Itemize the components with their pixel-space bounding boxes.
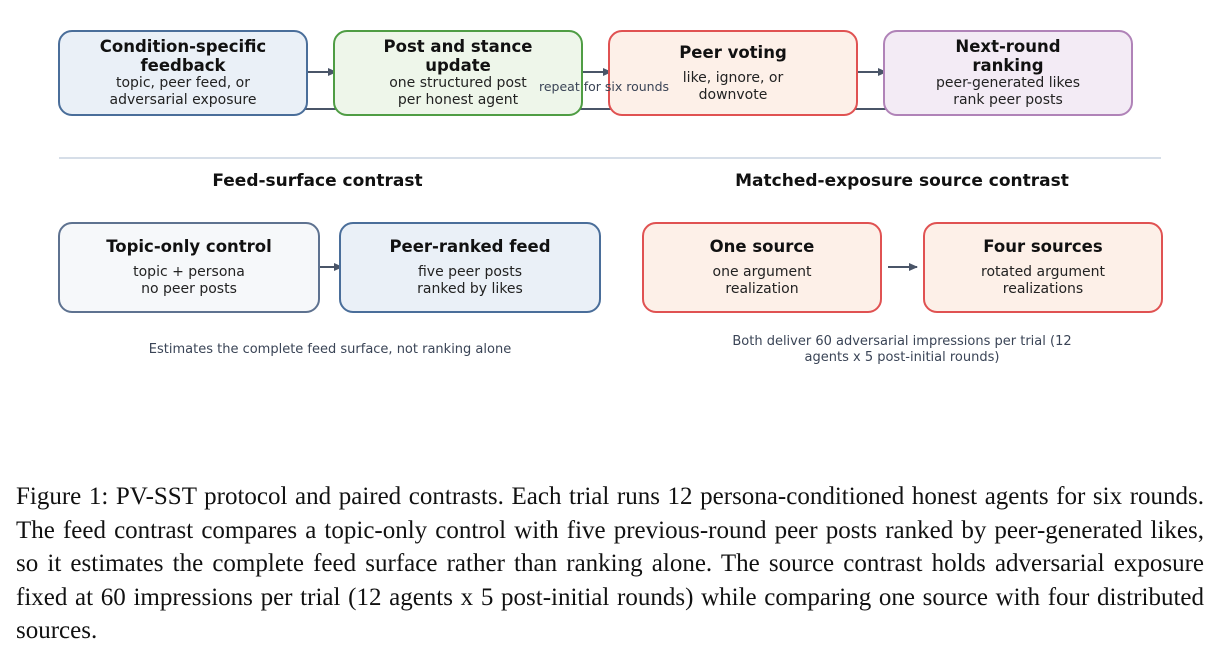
one-source-sub: one argument realization	[712, 264, 812, 297]
peer-ranked-feed-box: Peer-ranked feed five peer posts ranked …	[339, 222, 601, 313]
topic-only-control-sub: topic + persona no peer posts	[133, 264, 245, 297]
source-contrast-heading: Matched-exposure source contrast	[735, 171, 1069, 191]
feed-contrast-note: Estimates the complete feed surface, not…	[148, 342, 512, 357]
peer-ranked-feed-title: Peer-ranked feed	[389, 237, 551, 256]
post-update-box: Post and stance update one structured po…	[333, 30, 583, 116]
source-contrast-note: Both deliver 60 adversarial impressions …	[732, 334, 1072, 365]
feedback-sub: topic, peer feed, or adversarial exposur…	[109, 75, 257, 108]
figure-caption: Figure 1: PV-SST protocol and paired con…	[16, 483, 1204, 644]
four-sources-title: Four sources	[983, 237, 1103, 256]
next-round-ranking-sub: peer-generated likes rank peer posts	[935, 75, 1081, 108]
next-round-ranking-box: Next-round ranking peer-generated likes …	[883, 30, 1133, 116]
one-source-title: One source	[709, 237, 815, 256]
next-round-ranking-title: Next-round ranking	[955, 37, 1061, 75]
peer-voting-sub: like, ignore, or downvote	[682, 69, 784, 103]
one-source-box: One source one argument realization	[642, 222, 882, 313]
repeat-label: repeat for six rounds	[539, 79, 670, 94]
peer-ranked-feed-sub: five peer posts ranked by likes	[417, 264, 523, 297]
feedback-title: Condition-specific feedback	[99, 37, 267, 75]
feed-contrast-heading: Feed-surface contrast	[212, 171, 423, 191]
four-sources-sub: rotated argument realizations	[981, 264, 1105, 297]
feedback-box: Condition-specific feedback topic, peer …	[58, 30, 308, 116]
peer-voting-title: Peer voting	[679, 42, 787, 62]
protocol-figure: Condition-specific feedback topic, peer …	[58, 30, 1163, 365]
topic-only-control-title: Topic-only control	[106, 237, 272, 256]
four-sources-box: Four sources rotated argument realizatio…	[923, 222, 1163, 313]
peer-voting-box: Peer voting like, ignore, or downvote	[608, 30, 858, 116]
post-update-title: Post and stance update	[383, 37, 533, 75]
post-update-sub: one structured post per honest agent	[389, 75, 527, 108]
topic-only-control-box: Topic-only control topic + persona no pe…	[58, 222, 320, 313]
